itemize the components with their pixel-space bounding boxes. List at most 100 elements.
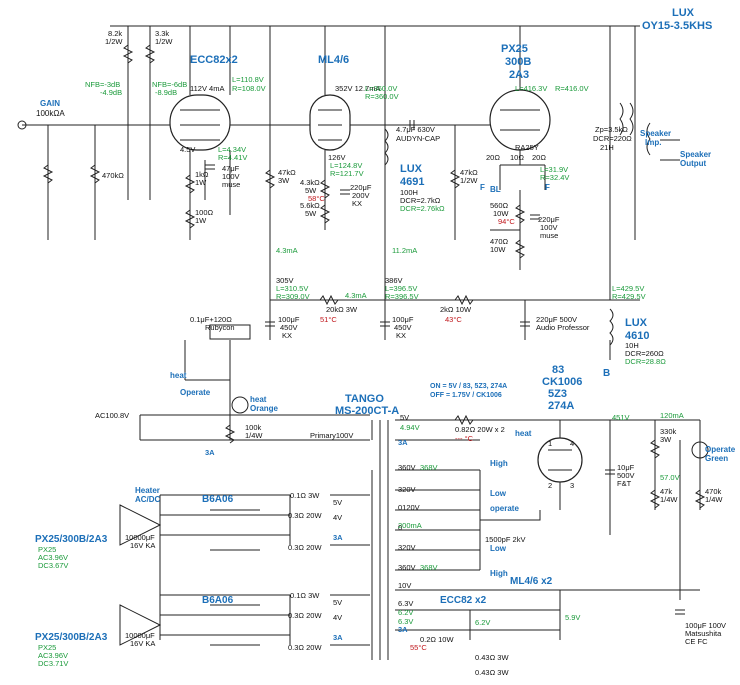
svg-text:3A: 3A	[398, 438, 408, 447]
svg-text:L=110.8V: L=110.8V	[232, 75, 264, 84]
svg-text:1/4W: 1/4W	[660, 495, 678, 504]
operate-lamp2: Green	[705, 454, 728, 463]
speaker-out: Speaker	[680, 150, 711, 159]
svg-text:Audio Professor: Audio Professor	[536, 323, 590, 332]
svg-text:47kΩ: 47kΩ	[460, 168, 478, 177]
svg-text:4.3mA: 4.3mA	[345, 291, 367, 300]
svg-text:4: 4	[570, 439, 574, 448]
choke-4610	[609, 308, 614, 346]
svg-text:451V: 451V	[612, 413, 630, 422]
driver-tube-name: ML4/6	[318, 54, 349, 66]
svg-text:3: 3	[570, 481, 574, 490]
operate2-label: operate	[490, 504, 519, 513]
svg-text:3W: 3W	[278, 176, 290, 185]
svg-text:10000μF: 10000μF	[125, 631, 155, 640]
svg-text:20Ω: 20Ω	[486, 153, 500, 162]
labels-red: 58°C 94°C 51°C 43°C --- °C 55°C	[308, 194, 515, 652]
svg-text:94°C: 94°C	[498, 217, 515, 226]
svg-text:5W: 5W	[305, 186, 317, 195]
svg-text:L=310.5V: L=310.5V	[276, 284, 308, 293]
svg-text:1500pF 2kV: 1500pF 2kV	[485, 535, 525, 544]
svg-text:360V: 360V	[398, 463, 416, 472]
svg-text:470k: 470k	[705, 487, 722, 496]
svg-text:6.2V: 6.2V	[398, 608, 413, 617]
b6a06b-label: B6A06	[202, 595, 234, 606]
svg-text:1: 1	[548, 439, 552, 448]
svg-text:100H: 100H	[400, 188, 418, 197]
output-tube-alt2: 2A3	[509, 69, 529, 81]
svg-text:R=4.41V: R=4.41V	[218, 153, 247, 162]
svg-text:4.3mA: 4.3mA	[276, 246, 298, 255]
svg-text:220μF 500V: 220μF 500V	[536, 315, 577, 324]
svg-text:5.6kΩ: 5.6kΩ	[300, 201, 320, 210]
svg-text:3.3k: 3.3k	[155, 29, 169, 38]
svg-text:10W: 10W	[490, 245, 506, 254]
svg-text:R=429.5V: R=429.5V	[612, 292, 646, 301]
svg-text:5V: 5V	[333, 498, 342, 507]
svg-text:3A: 3A	[333, 533, 343, 542]
choke2-title: LUX	[625, 317, 648, 329]
heater-acdc: Heater	[135, 486, 160, 495]
svg-text:Matsushita: Matsushita	[685, 629, 722, 638]
svg-text:R=121.7V: R=121.7V	[330, 169, 364, 178]
svg-text:3W: 3W	[660, 435, 672, 444]
svg-text:4.5V: 4.5V	[180, 145, 195, 154]
svg-text:10V: 10V	[398, 581, 411, 590]
svg-text:3A: 3A	[398, 625, 408, 634]
svg-text:10000μF: 10000μF	[125, 533, 155, 542]
labels-green: NFB=-3dB -4.9dB NFB=-6dB -8.9dB L=110.8V…	[38, 75, 684, 668]
speaker-imp: Speaker	[640, 129, 671, 138]
svg-text:DCR=2.7kΩ: DCR=2.7kΩ	[400, 196, 441, 205]
svg-text:0.1μF+120Ω: 0.1μF+120Ω	[190, 315, 232, 324]
ptrans-model: MS-200CT-A	[335, 405, 399, 417]
svg-text:305V: 305V	[276, 276, 294, 285]
svg-text:L=124.8V: L=124.8V	[330, 161, 362, 170]
rect-name1: 83	[552, 364, 564, 376]
on-off-line2: OFF = 1.75V / CK1006	[430, 392, 502, 399]
svg-text:R=309.0V: R=309.0V	[276, 292, 310, 301]
svg-text:120mA: 120mA	[660, 411, 684, 420]
svg-text:1W: 1W	[195, 216, 207, 225]
heat-label: heat	[170, 371, 187, 380]
svg-text:368V: 368V	[420, 563, 438, 572]
b-label: B	[603, 368, 610, 379]
svg-text:47kΩ: 47kΩ	[278, 168, 296, 177]
svg-text:4V: 4V	[333, 513, 342, 522]
svg-text:100V: 100V	[540, 223, 558, 232]
svg-text:AC100.8V: AC100.8V	[95, 411, 129, 420]
svg-text:450V: 450V	[280, 323, 298, 332]
svg-text:3A: 3A	[205, 448, 215, 457]
heater-acdc2: AC/DC	[135, 495, 161, 504]
svg-text:1/2W: 1/2W	[105, 37, 123, 46]
power-transformer	[371, 420, 389, 660]
svg-text:470Ω: 470Ω	[490, 237, 509, 246]
svg-text:2kΩ 10W: 2kΩ 10W	[440, 305, 472, 314]
rect-name4: 274A	[548, 400, 574, 412]
choke2-model: 4610	[625, 330, 649, 342]
svg-text:360V: 360V	[398, 563, 416, 572]
svg-text:16V KA: 16V KA	[130, 541, 155, 550]
svg-text:320V: 320V	[398, 485, 416, 494]
output-tube-name: PX25	[501, 43, 528, 55]
svg-text:10H: 10H	[625, 341, 639, 350]
high2-label: High	[490, 569, 508, 578]
svg-text:L=416.3V: L=416.3V	[515, 84, 547, 93]
svg-text:0: 0	[398, 523, 402, 532]
svg-text:10Ω: 10Ω	[510, 153, 524, 162]
svg-text:560Ω: 560Ω	[490, 201, 509, 210]
svg-text:1/2W: 1/2W	[460, 176, 478, 185]
high-label: High	[490, 459, 508, 468]
opt-model: OY15-3.5KHS	[642, 20, 712, 32]
svg-text:DC3.71V: DC3.71V	[38, 659, 68, 668]
svg-text:L=360.0V: L=360.0V	[365, 84, 397, 93]
svg-text:16V KA: 16V KA	[130, 639, 155, 648]
ecc82x2-label: ECC82 x2	[440, 595, 487, 606]
svg-text:KX: KX	[396, 331, 406, 340]
speaker-imp2: Imp.	[645, 138, 661, 147]
svg-text:43°C: 43°C	[445, 315, 462, 324]
svg-text:L=4.34V: L=4.34V	[218, 145, 246, 154]
svg-text:0.82Ω 20W x 2: 0.82Ω 20W x 2	[455, 425, 505, 434]
svg-text:21H: 21H	[600, 143, 614, 152]
svg-text:PX25: PX25	[38, 545, 56, 554]
svg-text:-4.9dB: -4.9dB	[100, 88, 122, 97]
